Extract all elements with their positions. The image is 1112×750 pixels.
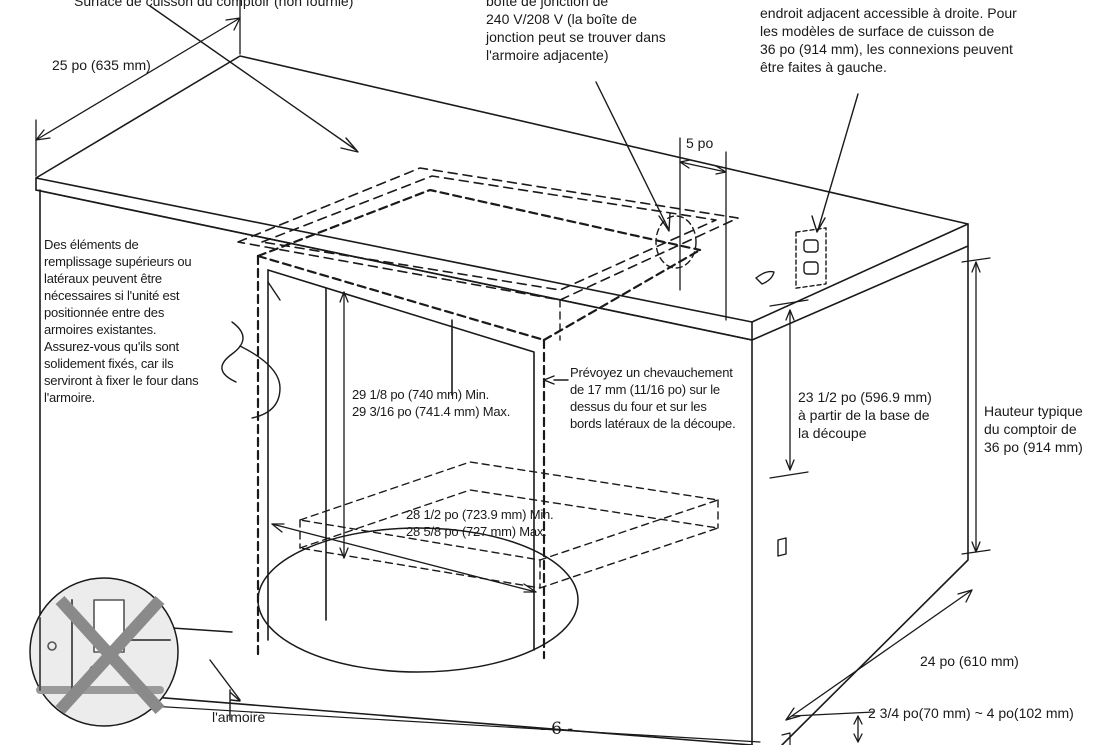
label-junction-box: boîte de jonction de 240 V/208 V (la boî… (486, 0, 666, 63)
label-height-cutout: 29 1/8 po (740 mm) Min. 29 3/16 po (741.… (352, 387, 511, 419)
junction-circle (655, 215, 697, 269)
label-dim-5po: 5 po (686, 135, 714, 151)
detail-ellipse (257, 527, 579, 673)
label-top-right-note: endroit adjacent accessible à droite. Po… (760, 5, 1017, 75)
label-cabinet: l'armoire (212, 709, 266, 725)
label-width-cutout: 28 1/2 po (723.9 mm) Min. 28 5/8 po (727… (406, 507, 554, 539)
label-top-left-partial: Surface de cuisson du comptoir (non four… (74, 0, 354, 9)
label-depth-24: 24 po (610 mm) (920, 653, 1019, 669)
oven-opening (267, 269, 535, 651)
label-height-23: 23 1/2 po (596.9 mm) à partir de la base… (798, 389, 932, 441)
leader-lines (149, 5, 859, 721)
label-counter-height: Hauteur typique du comptoir de 36 po (91… (984, 403, 1083, 455)
cooktop-cutout (237, 167, 739, 301)
dimension-lines (35, 0, 991, 743)
cabinet-side (781, 245, 969, 746)
outlet-receptacles (755, 239, 819, 557)
oven-interior (299, 299, 719, 589)
oven-cutout-frame (256, 188, 702, 660)
page-number: - 6 - (540, 719, 574, 739)
label-base-gap: 2 3/4 po(70 mm) ~ 4 po(102 mm) (868, 705, 1074, 721)
label-overlap-note: Prévoyez un chevauchement de 17 mm (11/1… (570, 365, 736, 431)
inset-detail (29, 577, 179, 727)
label-filler-note: Des éléments de remplissage supérieurs o… (44, 237, 199, 405)
outlet-box (795, 227, 827, 289)
label-width-25: 25 po (635 mm) (52, 57, 151, 73)
